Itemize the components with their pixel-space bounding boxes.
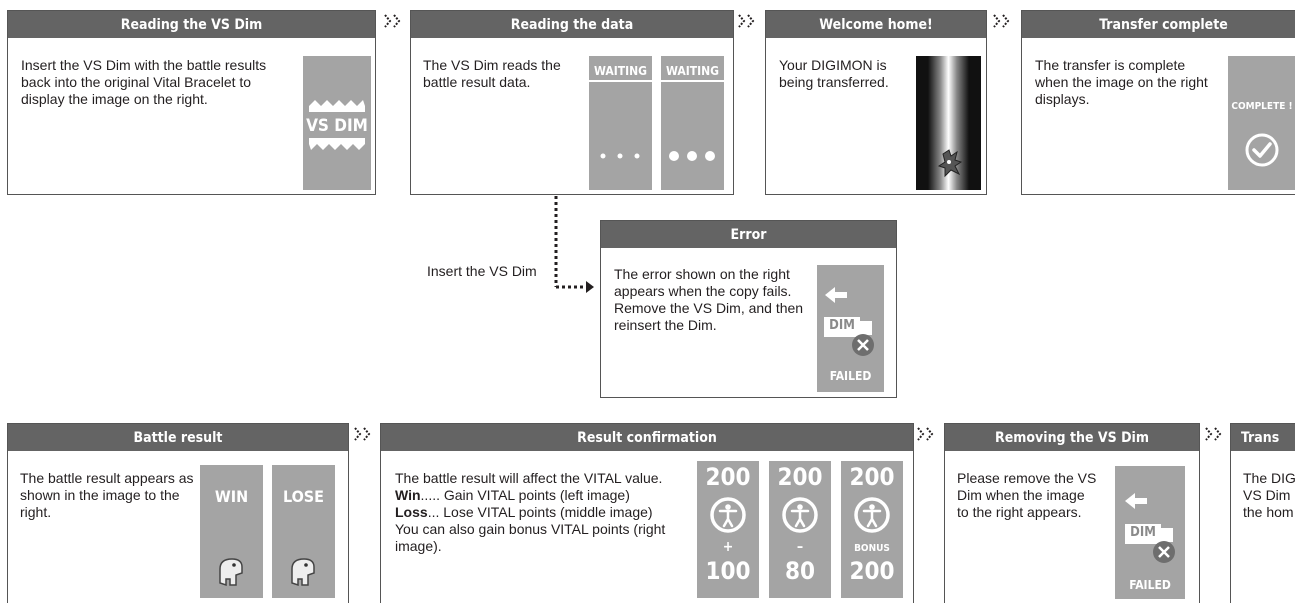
text-line-win: Win..... Gain VITAL points (left image) xyxy=(395,487,695,504)
failed-screen: DIM FAILED xyxy=(817,265,884,392)
waiting-screen-2: WAITING xyxy=(661,56,724,190)
text-line: The DIG xyxy=(1243,470,1295,486)
chevron-right-icon xyxy=(993,14,1010,28)
vital-screen-bonus: 200 BONUS 200 xyxy=(841,461,903,598)
dotted-connector xyxy=(554,196,594,293)
panel-text: The VS Dim reads the battle result data. xyxy=(423,57,561,90)
vital-bottom-value: 80 xyxy=(784,557,816,585)
panel-text: The transfer is complete when the image … xyxy=(1035,57,1208,107)
complete-label: COMPLETE ! xyxy=(1231,101,1293,112)
panel-text: Insert the VS Dim with the battle result… xyxy=(21,57,267,107)
checkmark-circle-icon xyxy=(1245,133,1279,167)
panel-title: Error xyxy=(601,221,896,248)
dim-chip-label: DIM xyxy=(1130,525,1156,540)
vital-person-icon xyxy=(710,497,746,533)
loss-text: ... Lose VITAL points (middle image) xyxy=(427,504,653,520)
panel-text: The error shown on the right appears whe… xyxy=(614,266,804,333)
chevron-right-icon xyxy=(1205,427,1222,441)
vital-screen-gain: 200 + 100 xyxy=(697,461,759,598)
transfer-screen xyxy=(916,56,981,190)
panel-transfer-partial: Trans The DIG VS Dim the hom xyxy=(1230,423,1295,603)
waiting-label: WAITING xyxy=(665,64,719,78)
loss-key: Loss xyxy=(395,504,428,520)
complete-screen: COMPLETE ! xyxy=(1228,56,1295,190)
vital-sign: + xyxy=(722,539,734,555)
win-key: Win xyxy=(395,487,421,503)
vital-bottom-value: 200 xyxy=(849,557,895,585)
vital-bonus-label: BONUS xyxy=(854,543,890,554)
panel-title: Trans xyxy=(1231,424,1295,451)
panel-result-confirmation: Result confirmation The battle result wi… xyxy=(380,423,914,603)
panel-battle-result: Battle result The battle result appears … xyxy=(7,423,349,603)
chevron-right-icon xyxy=(917,427,934,441)
panel-reading-data: Reading the data The VS Dim reads the ba… xyxy=(410,10,734,195)
divider xyxy=(589,80,652,82)
dim-chip-label: DIM xyxy=(829,318,855,333)
text-line: VS Dim xyxy=(1243,487,1291,503)
vs-dim-label: VS DIM xyxy=(306,116,368,136)
chevron-right-icon xyxy=(738,14,755,28)
panel-welcome-home: Welcome home! Your DIGIMON is being tran… xyxy=(765,10,987,195)
arrow-head-icon xyxy=(586,281,594,293)
chevron-right-icon xyxy=(384,14,401,28)
lose-label: LOSE xyxy=(282,487,325,506)
panel-transfer-complete: Transfer complete The transfer is comple… xyxy=(1021,10,1295,195)
vital-top-value: 200 xyxy=(777,463,823,491)
panel-title: Reading the VS Dim xyxy=(8,11,375,38)
dinosaur-sprite-icon xyxy=(291,558,315,587)
panel-title: Welcome home! xyxy=(766,11,986,38)
waiting-screen-1: WAITING xyxy=(589,56,652,190)
panel-title: Removing the VS Dim xyxy=(945,424,1199,451)
vs-dim-screen: VS DIM xyxy=(303,56,371,190)
waiting-label: WAITING xyxy=(593,64,647,78)
failed-label: FAILED xyxy=(829,369,872,383)
dinosaur-sprite-icon xyxy=(219,558,243,587)
text-line: the hom xyxy=(1243,504,1294,520)
panel-title: Reading the data xyxy=(411,11,733,38)
text-line: You can also gain bonus VITAL points (ri… xyxy=(395,521,666,554)
win-label: WIN xyxy=(214,487,249,506)
panel-title: Result confirmation xyxy=(381,424,913,451)
panel-text: Please remove the VS Dim when the image … xyxy=(957,470,1097,520)
win-text: ..... Gain VITAL points (left image) xyxy=(420,487,630,503)
panel-title: Transfer complete xyxy=(1022,11,1295,38)
failed-label: FAILED xyxy=(1129,578,1171,592)
remove-failed-screen: DIM FAILED xyxy=(1115,466,1185,599)
panel-error: Error The error shown on the right appea… xyxy=(600,220,897,398)
panel-reading-vs-dim: Reading the VS Dim Insert the VS Dim wit… xyxy=(7,10,376,195)
vital-bottom-value: 100 xyxy=(705,557,751,585)
panel-text: The DIG VS Dim the hom xyxy=(1243,470,1295,521)
panel-title: Battle result xyxy=(8,424,348,451)
vital-screen-loss: 200 – 80 xyxy=(769,461,831,598)
vital-top-value: 200 xyxy=(705,463,751,491)
panel-text: The battle result will affect the VITAL … xyxy=(395,470,695,555)
vital-sign: – xyxy=(796,539,804,555)
vs-dim-card-icon xyxy=(309,100,365,150)
win-screen: WIN xyxy=(200,465,263,598)
digimon-sprite-icon xyxy=(937,149,963,178)
branch-label: Insert the VS Dim xyxy=(427,263,537,279)
chevron-right-icon xyxy=(354,427,371,441)
vital-top-value: 200 xyxy=(849,463,895,491)
text-line-loss: Loss... Lose VITAL points (middle image) xyxy=(395,504,695,521)
failed-dim-icon xyxy=(824,287,874,356)
vital-person-icon xyxy=(854,497,890,533)
text-line: The battle result will affect the VITAL … xyxy=(395,470,663,486)
large-dots-icon xyxy=(669,151,715,161)
panel-text: Your DIGIMON is being transferred. xyxy=(779,57,889,90)
failed-dim-icon xyxy=(1125,493,1175,563)
panel-text: The battle result appears as shown in th… xyxy=(20,470,194,520)
small-dots-icon xyxy=(600,153,640,159)
lose-screen: LOSE xyxy=(272,465,335,598)
vital-person-icon xyxy=(782,497,818,533)
panel-removing-vs-dim: Removing the VS Dim Please remove the VS… xyxy=(944,423,1200,603)
divider xyxy=(661,80,724,82)
